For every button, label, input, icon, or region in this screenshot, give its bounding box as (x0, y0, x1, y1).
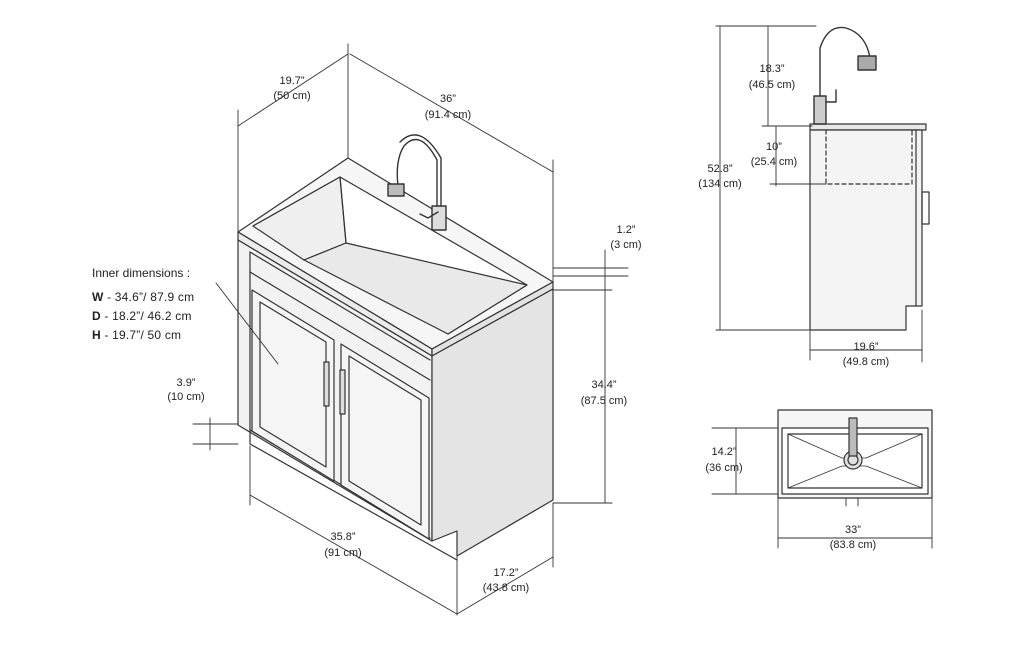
svg-text:(3 cm): (3 cm) (610, 239, 641, 251)
faucet-spout (396, 138, 438, 207)
inner-dim-depth: D - 18.2”/ 46.2 cm (92, 309, 192, 323)
left-door-handle[interactable] (323, 361, 330, 407)
dim-counter-thickness: 1.2” (617, 224, 636, 236)
inner-dim-width: W - 34.6”/ 87.9 cm (92, 290, 195, 304)
dim-side-depth: 19.6” (853, 341, 878, 353)
toe-kick (249, 429, 458, 561)
svg-text:(46.5 cm): (46.5 cm) (749, 79, 795, 91)
dimension-labels: 19.7” (50 cm) 36” (91.4 cm) 1.2” (3 cm) … (167, 63, 889, 594)
right-door-handle[interactable] (339, 369, 346, 415)
top-view (711, 409, 933, 549)
svg-text:(50 cm): (50 cm) (273, 90, 310, 102)
faucet-iso (387, 134, 447, 231)
isometric-cabinet (237, 134, 554, 561)
cabinet-rail (249, 271, 431, 381)
inner-dim-height: H - 19.7”/ 50 cm (92, 328, 182, 342)
dim-top-width: 33” (845, 524, 861, 536)
faucet-base (431, 205, 447, 231)
svg-text:(36 cm): (36 cm) (705, 462, 742, 474)
svg-text:(91 cm): (91 cm) (324, 547, 361, 559)
dim-base-depth: 17.2” (493, 567, 518, 579)
svg-text:(87.5 cm): (87.5 cm) (581, 395, 627, 407)
svg-text:(49.8 cm): (49.8 cm) (843, 356, 889, 368)
side-faucet (813, 26, 877, 125)
svg-text:(91.4 cm): (91.4 cm) (425, 109, 471, 121)
iso-dimension-lines (192, 43, 629, 616)
left-door[interactable] (251, 289, 335, 482)
dim-width-top: 36” (440, 93, 456, 105)
left-door-panel (259, 301, 327, 468)
side-elevation (715, 25, 930, 363)
svg-text:(25.4 cm): (25.4 cm) (751, 156, 797, 168)
svg-text:(10 cm): (10 cm) (167, 391, 204, 403)
right-door-panel (348, 355, 422, 526)
side-cabinet (809, 129, 923, 331)
dim-total-height: 52.8” (707, 163, 732, 175)
side-handle (921, 191, 930, 225)
cabinet-top-rail (249, 251, 431, 361)
sink-basin-floor (303, 242, 528, 335)
dim-toe-kick: 3.9” (177, 377, 196, 389)
side-countertop (809, 123, 927, 131)
dim-basin-depth: 10” (766, 141, 782, 153)
dim-top-depth: 14.2” (711, 446, 736, 458)
faucet-lever (419, 211, 439, 219)
top-faucet (848, 417, 858, 457)
faucet-head (387, 183, 405, 197)
sink-basin-back (339, 176, 347, 244)
dim-faucet-height: 18.3” (759, 63, 784, 75)
dim-depth-top: 19.7” (279, 75, 304, 87)
svg-text:(83.8 cm): (83.8 cm) (830, 539, 876, 551)
svg-text:(43.8 cm): (43.8 cm) (483, 582, 529, 594)
inner-dimensions-title: Inner dimensions : (92, 266, 191, 280)
dim-base-width: 35.8” (330, 531, 355, 543)
svg-text:(134 cm): (134 cm) (698, 178, 741, 190)
dim-cabinet-height: 34.4” (591, 379, 616, 391)
faucet-spout-inner (399, 134, 442, 207)
